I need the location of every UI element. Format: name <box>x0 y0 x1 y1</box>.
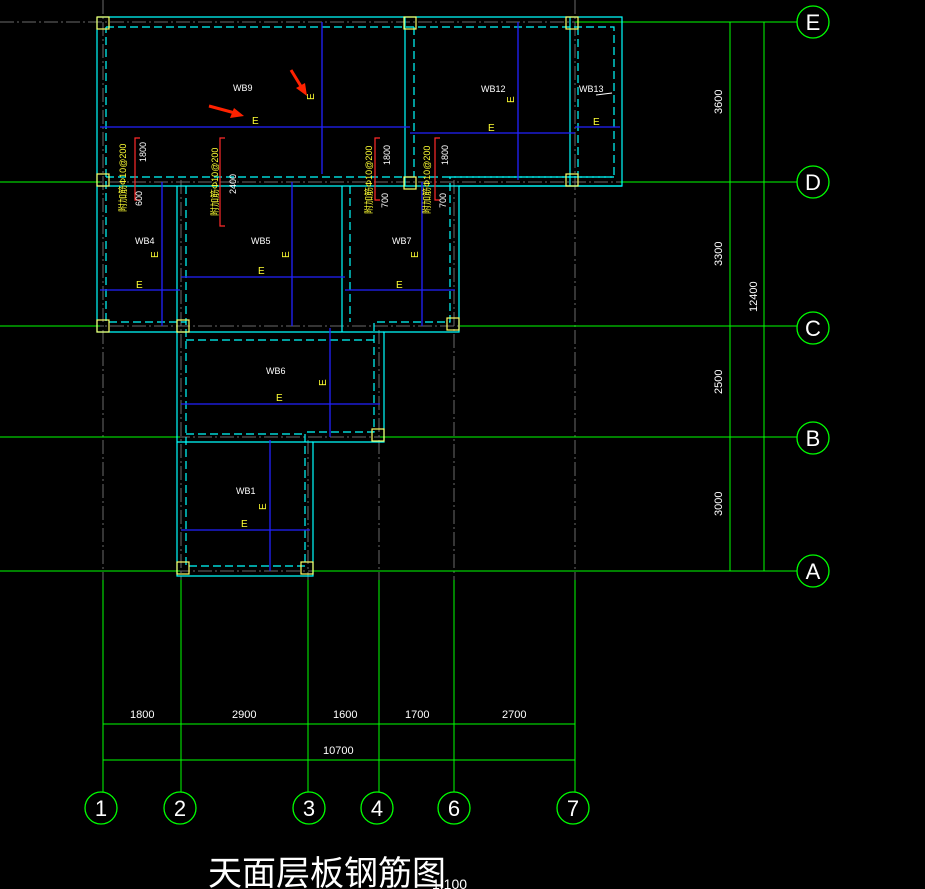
axis-label-1: 1 <box>95 796 107 821</box>
dim-C-B: 2500 <box>713 370 725 394</box>
extra-bars <box>134 137 440 227</box>
inner-beam-line <box>105 26 615 567</box>
axis-bubbles-bottom <box>84 791 590 825</box>
rebar-mark: E <box>258 503 269 510</box>
axis-label-D: D <box>805 170 821 195</box>
extra-bar-length: 1800 <box>138 142 148 162</box>
wb13-leader <box>595 92 613 96</box>
axis-label-3: 3 <box>303 796 315 821</box>
grid-lines <box>0 0 800 790</box>
dim-total-vertical: 12400 <box>748 281 760 312</box>
bottom-dimension-texts: 1800 2900 1600 1700 2700 10700 <box>130 709 526 757</box>
right-dimension-texts: 3600 3300 2500 3000 12400 <box>713 90 760 516</box>
axis-label-2: 2 <box>174 796 186 821</box>
slab-labels: WB9 WB12 WB13 WB4 WB5 WB7 WB6 WB1 <box>135 83 604 496</box>
slab-label-wb12: WB12 <box>481 84 506 94</box>
slab-label-wb13: WB13 <box>579 84 604 94</box>
axis-bubble-2 <box>163 791 197 825</box>
rebar-mark: E <box>318 379 329 386</box>
extra-bar-text: 附加筋Φ10@200 <box>209 148 220 216</box>
annotation-arrows <box>208 69 307 118</box>
axis-label-A: A <box>806 559 821 584</box>
bottom-dimensions <box>102 719 576 765</box>
extra-bar-length: 1800 <box>382 145 392 165</box>
dim-E-D: 3600 <box>713 90 725 114</box>
axis-bubble-labels-bottom: 1 2 3 4 6 7 <box>95 796 579 821</box>
rebar-mark: E <box>281 251 292 258</box>
axis-bubble-E <box>796 5 830 39</box>
rebar-mark: E <box>506 96 517 103</box>
axis-bubble-D <box>796 165 830 199</box>
extra-bar-length: 1800 <box>440 145 450 165</box>
arrow-icon <box>230 108 244 118</box>
dim-D-C: 3300 <box>713 242 725 266</box>
axis-bubble-C <box>796 311 830 345</box>
axis-label-C: C <box>805 316 821 341</box>
right-dimensions <box>725 21 769 572</box>
slab-label-wb7: WB7 <box>392 236 412 246</box>
drawing-title: 天面层板钢筋图 <box>208 854 446 889</box>
axis-bubble-6 <box>437 791 471 825</box>
dim-4-6: 1700 <box>405 709 429 721</box>
extra-bar-text: 附加筋Φ10@200 <box>421 146 432 214</box>
rebar-mark: E <box>593 117 600 128</box>
dim-B-A: 3000 <box>713 492 725 516</box>
dim-1-2: 1800 <box>130 709 154 721</box>
rebar-marks: E E E E E E E E E E E E E E E <box>136 93 600 530</box>
rebar-mark: E <box>396 280 403 291</box>
axis-leaders <box>0 21 797 792</box>
dim-6-7: 2700 <box>502 709 526 721</box>
arrow-icon <box>289 69 304 89</box>
extra-bar-text: 附加筋Φ10@200 <box>117 144 128 212</box>
axis-label-6: 6 <box>448 796 460 821</box>
axis-bubble-3 <box>292 791 326 825</box>
rebar-mark: E <box>410 251 421 258</box>
axis-bubble-B <box>796 421 830 455</box>
slab-label-wb4: WB4 <box>135 236 155 246</box>
rebar-mark: E <box>241 519 248 530</box>
dim-total-horizontal: 10700 <box>323 745 354 757</box>
arrow-icon <box>296 83 307 96</box>
axis-label-4: 4 <box>371 796 383 821</box>
axis-label-E: E <box>806 10 821 35</box>
rebar-mark: E <box>136 280 143 291</box>
rebar-lines <box>100 22 620 571</box>
outer-beam-line <box>96 16 623 577</box>
slab-label-wb1: WB1 <box>236 486 256 496</box>
extra-bar-length: 2400 <box>228 174 238 194</box>
dim-3-4: 1600 <box>333 709 357 721</box>
extra-bar-text: 附加筋Φ10@200 <box>363 146 374 214</box>
drawing-scale: 1:100 <box>432 876 467 889</box>
extra-bar-length: 600 <box>134 191 144 206</box>
rebar-mark: E <box>306 93 317 100</box>
axis-bubble-A <box>796 554 830 588</box>
slab-label-wb5: WB5 <box>251 236 271 246</box>
axis-bubble-7 <box>556 791 590 825</box>
slab-label-wb9: WB9 <box>233 83 253 93</box>
extra-bar-length: 700 <box>380 193 390 208</box>
rebar-mark: E <box>252 116 259 127</box>
rebar-mark: E <box>488 123 495 134</box>
columns <box>96 16 579 575</box>
slab-label-wb6: WB6 <box>266 366 286 376</box>
beam-outline <box>96 16 623 577</box>
extra-bar-length: 700 <box>438 193 448 208</box>
rebar-mark: E <box>276 393 283 404</box>
axis-label-7: 7 <box>567 796 579 821</box>
rebar-mark: E <box>150 251 161 258</box>
axis-bubble-4 <box>360 791 394 825</box>
rebar-mark: E <box>258 266 265 277</box>
axis-bubble-labels-right: E D C B A <box>805 10 821 584</box>
extra-bar-texts: 附加筋Φ10@200 1800 600 附加筋Φ10@200 2400 附加筋Φ… <box>117 142 450 216</box>
arrow-icon <box>208 104 236 115</box>
axis-bubbles-right <box>796 5 830 588</box>
dim-2-3: 2900 <box>232 709 256 721</box>
axis-label-B: B <box>806 426 821 451</box>
axis-bubble-1 <box>84 791 118 825</box>
